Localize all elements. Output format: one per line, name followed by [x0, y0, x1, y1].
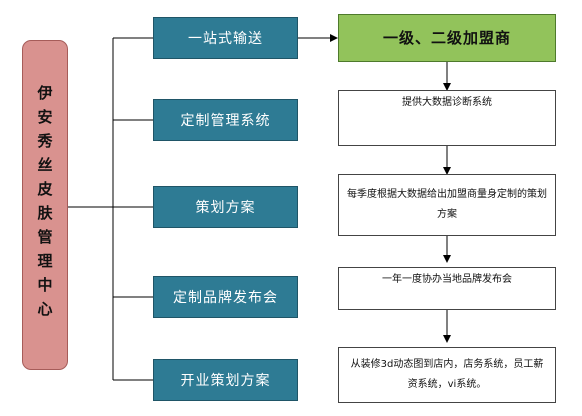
- detail-node-annual-launch: 一年一度协办当地品牌发布会: [338, 267, 556, 310]
- detail-node-diagnosis: 提供大数据诊断系统: [338, 90, 556, 146]
- service-node-one-stop: 一站式输送: [153, 17, 298, 59]
- detail-node-franchisees: 一级、二级加盟商: [338, 14, 556, 62]
- root-label: 伊安秀丝皮肤管理中心: [35, 85, 54, 325]
- service-node-brand-launch: 定制品牌发布会: [153, 276, 298, 318]
- service-node-planning: 策划方案: [153, 186, 298, 228]
- service-node-opening-plan: 开业策划方案: [153, 359, 298, 401]
- root-node: 伊安秀丝皮肤管理中心: [22, 40, 68, 370]
- detail-node-custom-plan: 每季度根据大数据给出加盟商量身定制的策划方案: [338, 174, 556, 236]
- detail-node-store-systems: 从装修3d动态图到店内，店务系统，员工薪资系统，vi系统。: [338, 347, 556, 403]
- service-node-management-system: 定制管理系统: [153, 99, 298, 141]
